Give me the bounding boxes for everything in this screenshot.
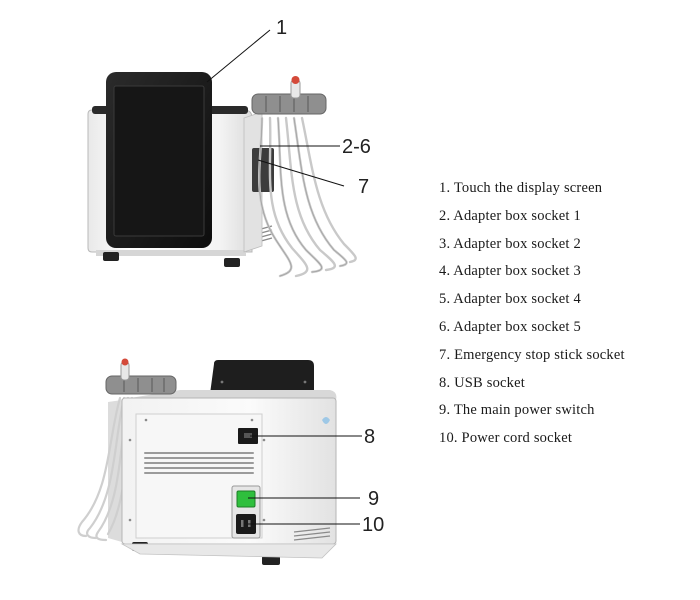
legend-item: 8. USB socket: [439, 374, 525, 391]
callout-8: 8: [364, 426, 375, 448]
back-vent-grille: [144, 452, 254, 474]
leader-1: [206, 29, 271, 83]
legend-item: 9. The main power switch: [439, 402, 595, 419]
front-leader-lines: [206, 29, 345, 187]
parts-legend: 1. Touch the display screen 2. Adapter b…: [439, 178, 625, 456]
back-view-device: [77, 358, 337, 565]
legend-item: 2. Adapter box socket 1: [439, 207, 581, 224]
back-right-vent: [293, 527, 331, 541]
main-power-switch: [236, 490, 256, 508]
legend-item: 5. Adapter box socket 4: [439, 291, 581, 308]
front-foot-left: [103, 252, 119, 261]
back-screen: [210, 360, 314, 394]
callout-1: 1: [276, 17, 287, 39]
back-screen-screw-2: [303, 380, 307, 384]
callout-7: 7: [358, 176, 369, 198]
callout-10: 10: [362, 514, 384, 536]
cables-outline: [258, 117, 347, 277]
legend-item: 7. Emergency stop stick socket: [439, 346, 625, 363]
leader-7: [257, 159, 345, 187]
legend-item: 6. Adapter box socket 5: [439, 318, 581, 335]
legend-item: 3. Adapter box socket 2: [439, 235, 581, 252]
emergency-stop-cap: [291, 76, 300, 84]
touch-screen-display: [113, 85, 205, 237]
power-cord-socket: [236, 514, 256, 534]
back-screen-screw-1: [220, 380, 224, 384]
logo-mark: [322, 417, 330, 424]
handpiece-holder: [251, 93, 327, 115]
front-view-device: [87, 72, 357, 278]
back-base: [120, 543, 337, 559]
handpiece-ridges: [265, 96, 309, 112]
back-screws: [128, 418, 266, 522]
back-foot-right: [262, 556, 280, 565]
callout-9: 9: [368, 488, 379, 510]
front-base: [96, 250, 246, 256]
adapter-sockets: [252, 148, 274, 192]
back-stop-cap: [121, 358, 129, 366]
front-foot-right: [224, 258, 240, 267]
callout-2-6: 2-6: [342, 136, 371, 158]
back-leader-lines: [248, 435, 362, 525]
usb-port: [244, 433, 252, 438]
legend-item: 1. Touch the display screen: [439, 180, 603, 196]
legend-item: 4. Adapter box socket 3: [439, 263, 581, 280]
back-handpiece-holder: [105, 375, 177, 395]
legend-item: 10. Power cord socket: [439, 430, 573, 447]
